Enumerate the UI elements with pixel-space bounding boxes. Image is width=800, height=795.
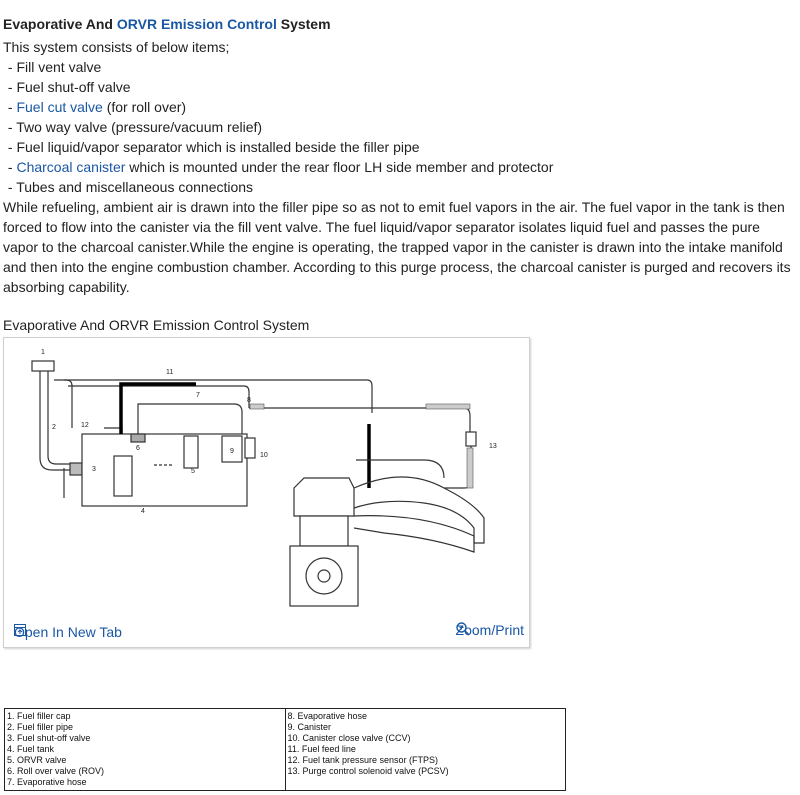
filler-cap-shape <box>31 360 55 372</box>
figure-container: 1 2 3 4 5 6 7 8 9 10 11 12 13 Open In Ne… <box>3 337 530 648</box>
legend-right-column: 8. Evaporative hose 9. Canister 10. Cani… <box>284 708 566 791</box>
callout-8: 8 <box>247 397 251 404</box>
shutoff-valve-shape <box>69 462 83 476</box>
list-item: - Fill vent valve <box>4 59 102 75</box>
callout-12: 12 <box>81 422 89 429</box>
legend-left-column: 1. Fuel filler cap 2. Fuel filler pipe 3… <box>4 708 286 791</box>
callout-9: 9 <box>230 448 234 455</box>
table-row: 1. Fuel filler cap 2. Fuel filler pipe 3… <box>4 708 566 791</box>
orvr-shape <box>183 435 199 469</box>
list-item: - Tubes and miscellaneous connections <box>4 179 254 195</box>
open-tab-label: Open In New Tab <box>14 624 122 640</box>
intro-text: This system consists of below items; <box>3 39 230 55</box>
fuel-cut-valve-link[interactable]: Fuel cut valve <box>16 99 103 115</box>
pcsv-shape <box>465 431 477 447</box>
title-text-start: Evaporative And <box>3 16 117 32</box>
rov-shape <box>113 455 133 497</box>
callout-3: 3 <box>92 466 96 473</box>
callout-5: 5 <box>191 468 195 475</box>
callout-2: 2 <box>52 424 56 431</box>
canister-shape <box>221 435 243 463</box>
orvr-link[interactable]: ORVR Emission Control <box>116 16 277 32</box>
callout-13: 13 <box>489 443 497 450</box>
open-tab-icon <box>14 624 26 636</box>
charcoal-canister-link[interactable]: Charcoal canister <box>16 159 126 175</box>
callout-11: 11 <box>166 369 174 376</box>
zoom-icon <box>455 622 470 636</box>
description-paragraph: While refueling, ambient air is drawn in… <box>3 199 791 295</box>
list-item: - Charcoal canister which is mounted und… <box>4 159 554 175</box>
legend-table: 1. Fuel filler cap 2. Fuel filler pipe 3… <box>4 708 566 791</box>
figure-caption: Evaporative And ORVR Emission Control Sy… <box>3 317 310 333</box>
ccv-shape <box>244 437 256 459</box>
list-item: - Fuel liquid/vapor separator which is i… <box>4 139 420 155</box>
callout-7: 7 <box>196 392 200 399</box>
list-item: - Two way valve (pressure/vacuum relief) <box>4 119 263 135</box>
title-text-end: System <box>276 16 331 32</box>
section-title: Evaporative And ORVR Emission Control Sy… <box>3 16 331 32</box>
callout-1: 1 <box>41 349 45 356</box>
zoom-print-label: Zoom/Print <box>455 622 524 638</box>
callout-6: 6 <box>136 445 140 452</box>
fuel-tank-shape <box>81 433 248 507</box>
list-item: - Fuel cut valve (for roll over) <box>4 99 187 115</box>
open-in-new-tab-link[interactable]: Open In New Tab <box>14 624 122 640</box>
engine-head-shape <box>293 477 355 517</box>
callout-4: 4 <box>141 508 145 515</box>
callout-10: 10 <box>260 452 268 459</box>
zoom-print-link[interactable]: Zoom/Print <box>456 622 524 638</box>
emission-system-diagram[interactable] <box>4 338 529 618</box>
system-items: This system consists of below items; - F… <box>3 37 553 197</box>
list-item: - Fuel shut-off valve <box>4 79 131 95</box>
